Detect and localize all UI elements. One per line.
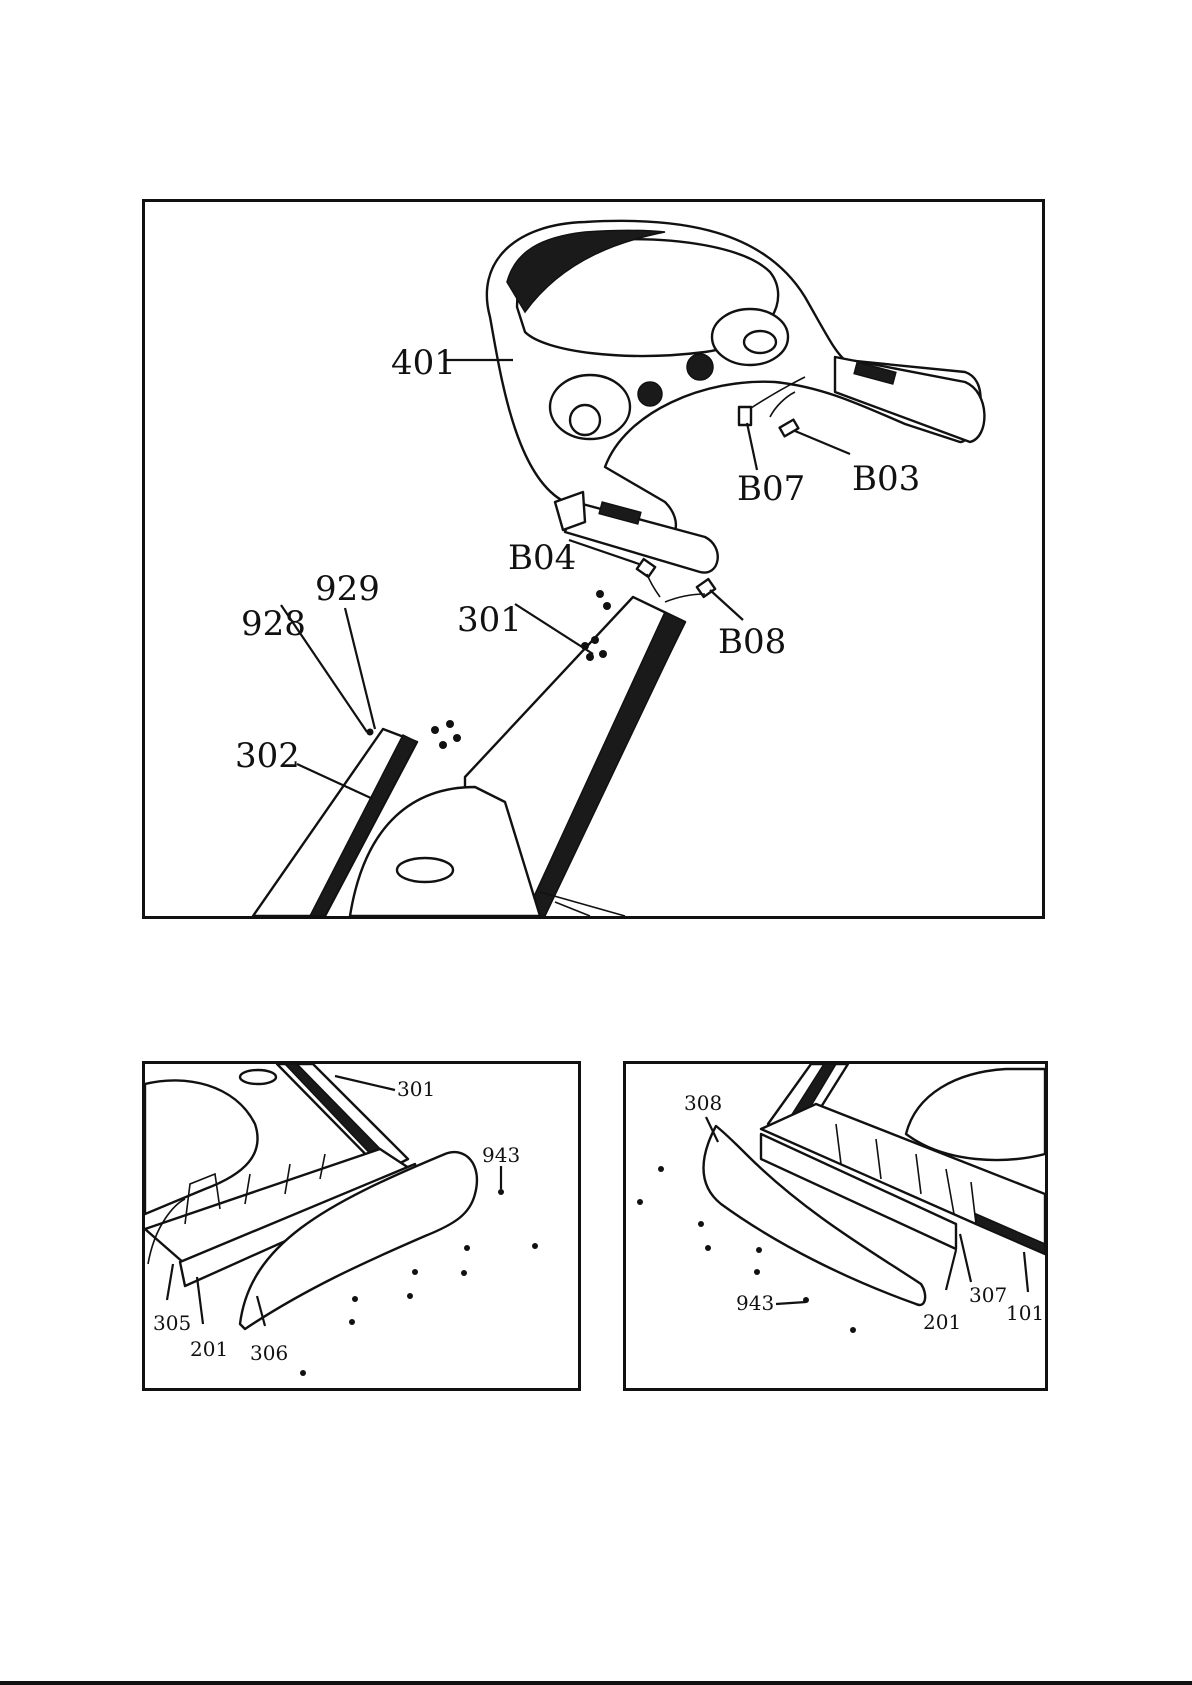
page-bottom-border [0, 1681, 1192, 1685]
label-928: 928 [241, 604, 306, 644]
connector-b07 [739, 407, 751, 425]
label-302: 302 [235, 736, 300, 776]
label-301: 301 [397, 1077, 435, 1101]
label-305: 305 [153, 1311, 191, 1335]
label-b03: B03 [852, 459, 920, 499]
label-306: 306 [250, 1341, 288, 1365]
left-hood-handle [240, 1070, 276, 1084]
connector-b03 [780, 420, 799, 437]
label-929: 929 [315, 569, 380, 609]
main-assembly-drawing: 401 B07 B03 B04 B08 929 928 301 302 [145, 202, 1042, 916]
label-943: 943 [482, 1143, 520, 1167]
left-hood [145, 1080, 258, 1214]
label-b07: B07 [737, 469, 805, 509]
label-201: 201 [923, 1310, 961, 1334]
label-b04: B04 [508, 538, 576, 578]
label-201: 201 [190, 1337, 228, 1361]
label-b08: B08 [718, 622, 786, 662]
label-307: 307 [969, 1283, 1007, 1307]
right-detail-drawing: 308 943 307 201 101 [626, 1064, 1045, 1388]
left-detail-drawing: 301 943 305 201 306 [145, 1064, 578, 1388]
connector-b04 [637, 559, 655, 577]
label-401: 401 [391, 343, 456, 383]
label-101: 101 [1006, 1301, 1044, 1325]
console-button-1 [638, 382, 662, 406]
base-deck-edge [540, 892, 625, 916]
label-943: 943 [736, 1291, 774, 1315]
console-button-2 [687, 354, 713, 380]
label-308: 308 [684, 1091, 722, 1115]
right-detail-figure: 308 943 307 201 101 [623, 1061, 1048, 1391]
left-detail-figure: 301 943 305 201 306 [142, 1061, 581, 1391]
hood-handle [397, 858, 453, 882]
console-left-knob [570, 405, 600, 435]
label-301: 301 [457, 600, 522, 640]
console-right-knob [744, 331, 776, 353]
main-assembly-figure: 401 B07 B03 B04 B08 929 928 301 302 [142, 199, 1045, 919]
